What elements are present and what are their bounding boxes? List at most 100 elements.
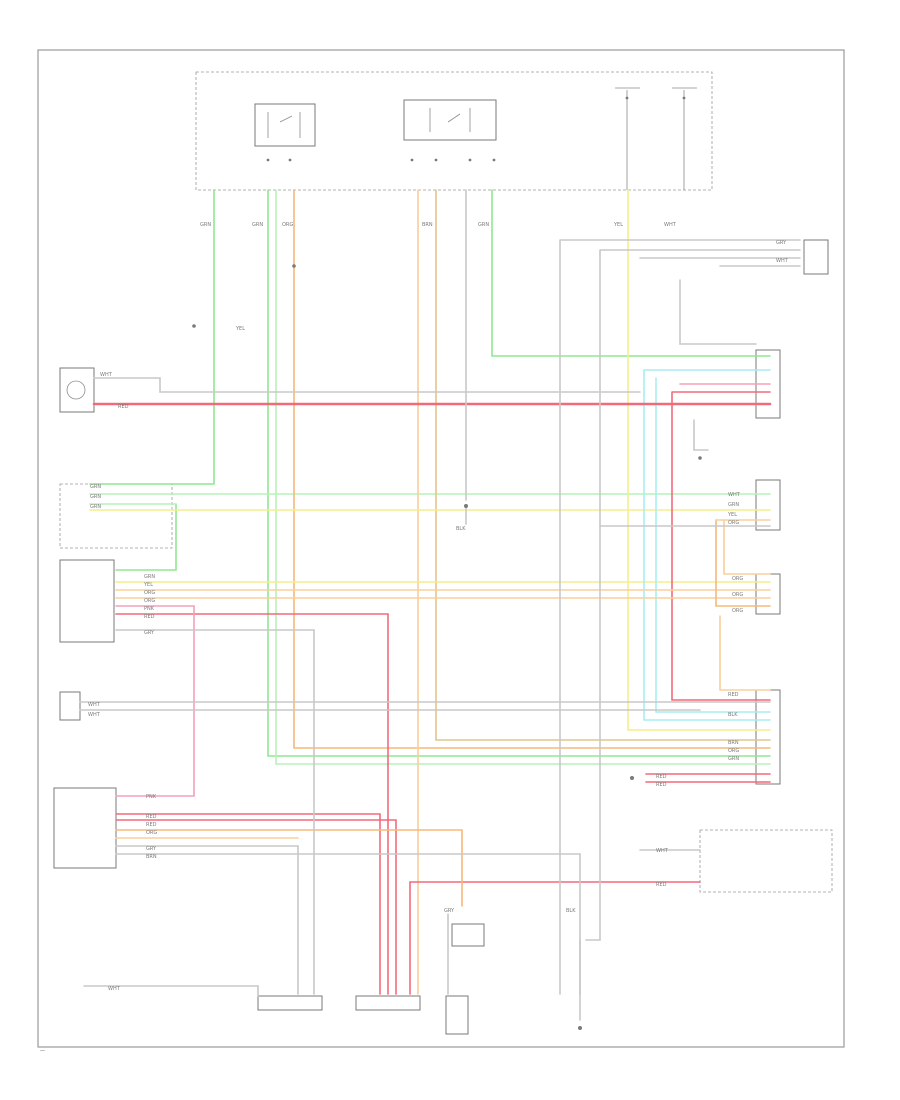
bottom-connector-mid	[355, 995, 421, 1011]
junction-dot	[698, 456, 702, 460]
wire-gray-9	[115, 845, 299, 995]
wire-tag: WHT	[664, 222, 677, 228]
wire-tag: ORG	[282, 222, 293, 228]
right-connector-c	[755, 573, 781, 615]
right-connector-b	[755, 479, 781, 531]
wire-green-1	[89, 189, 215, 485]
bottom-relay	[445, 995, 469, 1035]
wire-red-4	[115, 819, 397, 995]
wire-gray-5	[93, 377, 641, 393]
left-small-connector	[59, 691, 81, 721]
wire-tag: WHT	[100, 372, 113, 378]
bottom-connector-left	[257, 995, 323, 1011]
immobilizer-unit	[59, 559, 115, 643]
wire-gray-13	[83, 985, 259, 997]
wire-tag: GRN	[144, 574, 155, 580]
junction-dot	[192, 324, 196, 328]
wire-red-6	[409, 881, 701, 995]
right-connector-d	[755, 689, 781, 785]
diagram-frame	[37, 49, 845, 1048]
wire-orange-9	[719, 615, 771, 691]
wire-tag: WHT	[88, 712, 101, 718]
wire-tag: BLK	[456, 526, 466, 532]
wire-red-3	[115, 813, 381, 995]
wire-tag: GRY	[146, 846, 157, 852]
junction-dot	[630, 776, 634, 780]
wire-green-6	[115, 503, 177, 571]
wire-tan-1	[435, 189, 771, 741]
fuel-pump	[59, 367, 95, 413]
wire-gray-15	[679, 279, 757, 345]
wire-tag: ORG	[144, 598, 155, 604]
wire-gray-14	[693, 419, 709, 451]
wire-orange-7	[723, 519, 771, 575]
wire-tag: RED	[728, 692, 739, 698]
wire-tag: GRN	[478, 222, 489, 228]
wire-tag: ORG	[144, 590, 155, 596]
wire-tag: GRY	[144, 630, 155, 636]
fuse-relay-box	[195, 71, 713, 191]
wire-tag: GRN	[728, 756, 739, 762]
wire-tag: BRN	[422, 222, 433, 228]
junction-dot	[578, 1026, 582, 1030]
junction-dot	[464, 504, 468, 508]
wire-tag: WHT	[656, 848, 669, 854]
wire-tag: ORG	[728, 520, 739, 526]
wire-tag: ORG	[146, 830, 157, 836]
wire-tag: GRN	[728, 502, 739, 508]
wire-tag: BLK	[728, 712, 738, 718]
wire-tag: WHT	[728, 492, 741, 498]
bottom-sensor	[451, 923, 485, 947]
wire-tag: RED	[656, 782, 667, 788]
wire-green-2	[267, 189, 771, 757]
wire-tag: WHT	[88, 702, 101, 708]
wire-red-7	[645, 773, 771, 783]
wire-tag: BRN	[728, 740, 739, 746]
wire-gray-8	[115, 629, 315, 995]
wire-pink-1	[115, 605, 195, 797]
wire-tag: ORG	[728, 748, 739, 754]
wire-green-3	[275, 189, 771, 765]
wire-tag: ORG	[732, 576, 743, 582]
wire-tag: YEL	[143, 582, 153, 588]
wire-yellow-1	[627, 189, 771, 731]
wire-tag: RED	[146, 814, 157, 820]
wire-tag: ORG	[732, 592, 743, 598]
wire-orange-4	[115, 829, 463, 907]
wire-tag: BRN	[146, 854, 157, 860]
fuses-right	[615, 87, 697, 190]
wire-tag: GRY	[776, 240, 787, 246]
wire-gray-11	[585, 525, 601, 941]
wire-tag: PNK	[146, 794, 157, 800]
wire-tag: RED	[118, 404, 129, 410]
relay-left	[254, 103, 316, 162]
wire-tag: BLK	[566, 908, 576, 914]
wire-tag: YEL	[235, 326, 245, 332]
wire-tag: RED	[144, 614, 155, 620]
wire-green-4	[491, 189, 771, 357]
wire-tag: WHT	[108, 986, 121, 992]
wire-gray-10	[115, 853, 581, 995]
wire-cyan-1	[643, 369, 771, 721]
wire-tag: WHT	[776, 258, 789, 264]
wire-red-2	[671, 391, 771, 701]
wire-tag: RED	[146, 822, 157, 828]
wire-tag: YEL	[727, 512, 737, 518]
wire-gray-1	[559, 239, 801, 995]
wire-tag: RED	[656, 774, 667, 780]
wire-tag: GRN	[90, 494, 101, 500]
wire-tag: GRN	[200, 222, 211, 228]
wire-cyan-2	[655, 377, 771, 713]
wire-orange-6	[715, 519, 771, 607]
right-top-connector	[803, 239, 829, 275]
wire-tag: GRN	[90, 504, 101, 510]
wire-tag: RED	[656, 882, 667, 888]
wire-red-5	[115, 613, 389, 995]
wire-tag: YEL	[613, 222, 623, 228]
wire-tag: ORG	[732, 608, 743, 614]
corner-mark: —	[40, 1048, 45, 1054]
wire-tag: GRN	[90, 484, 101, 490]
engine-control-unit	[53, 787, 117, 869]
relay-middle	[403, 99, 497, 162]
